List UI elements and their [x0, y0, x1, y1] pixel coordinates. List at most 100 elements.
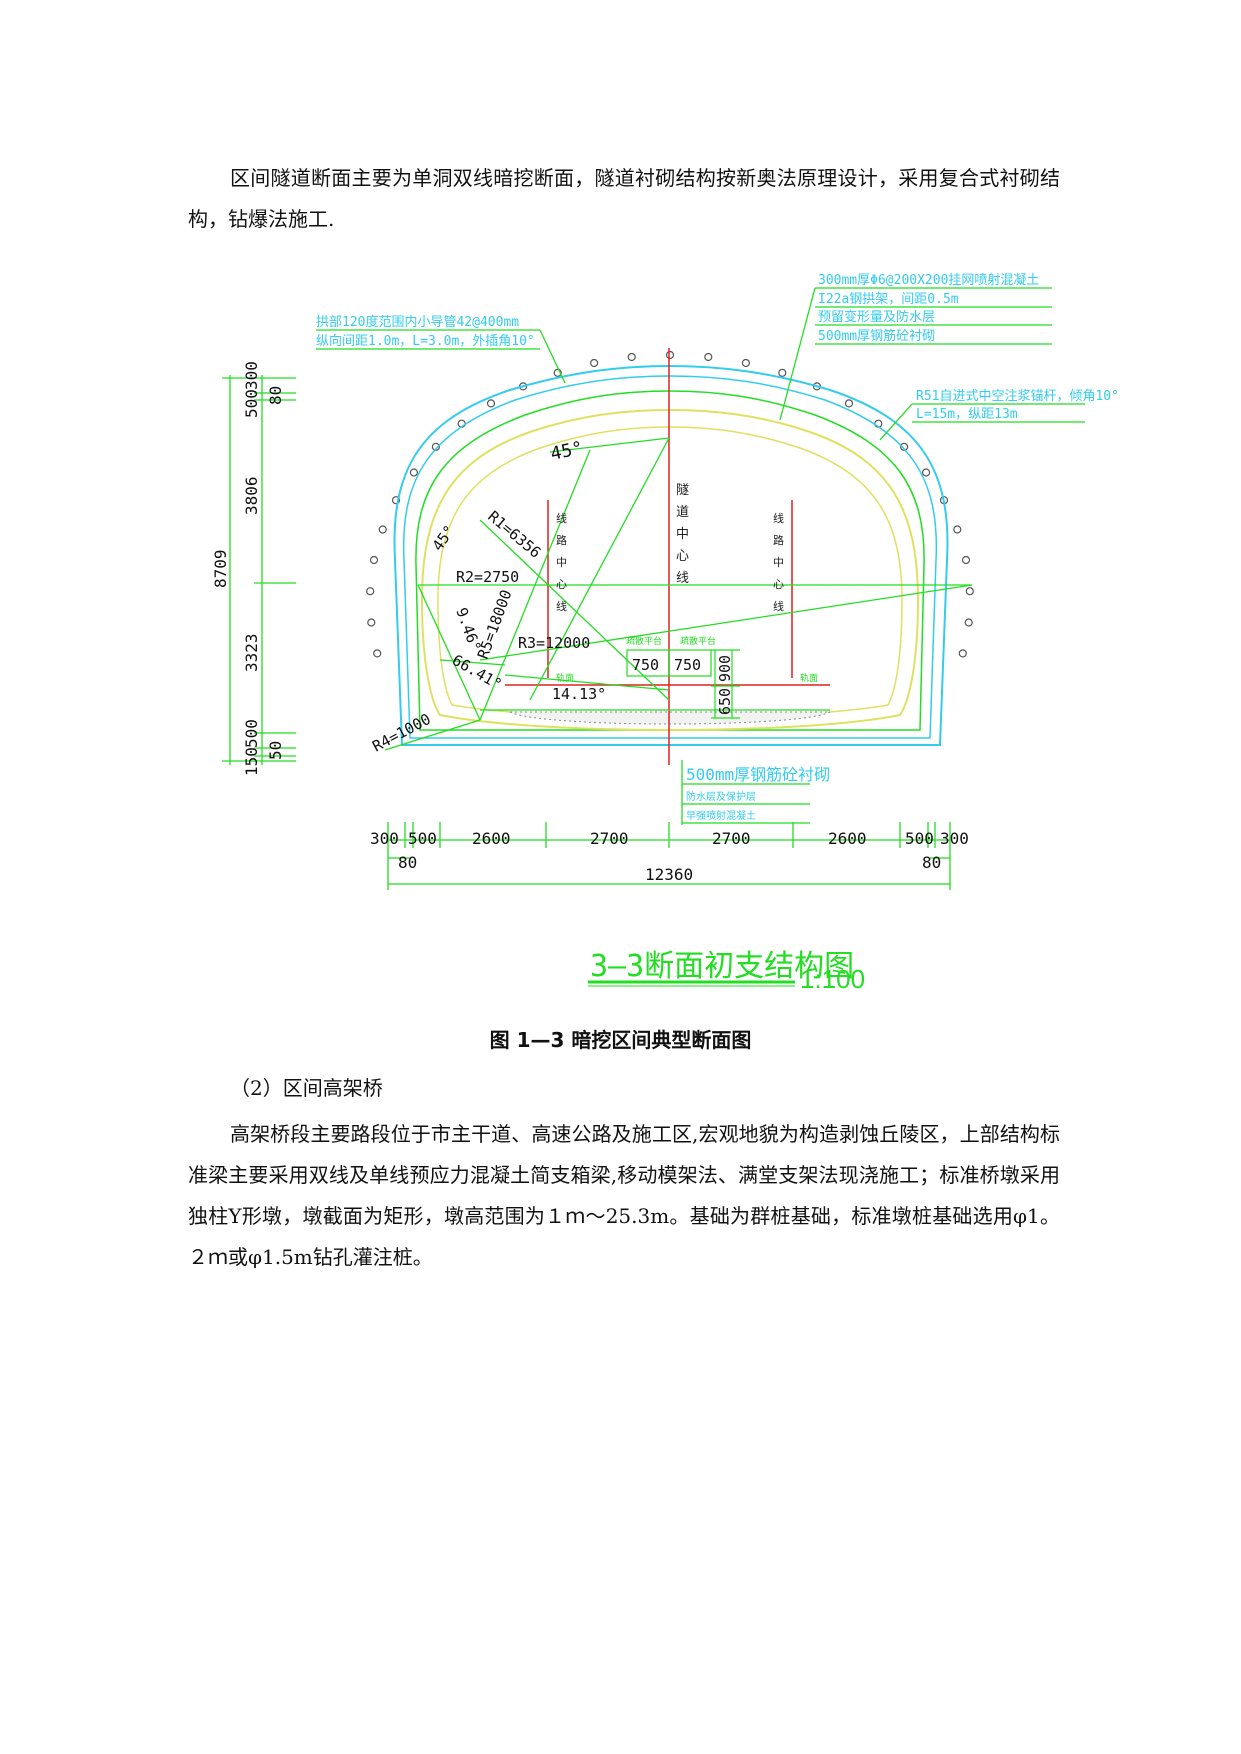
anchor-bolt — [409, 468, 418, 477]
svg-text:路: 路 — [556, 534, 567, 547]
anchor-bolt — [778, 368, 787, 377]
intro-paragraph: 区间隧道断面主要为单洞双线暗挖断面，隧道衬砌结构按新奥法原理设计，采用复合式衬砌… — [188, 166, 1060, 231]
dim-bottom-80-left: 80 — [398, 853, 417, 872]
inner-lining-contour-yellow — [420, 408, 920, 731]
dim-bottom-500-left: 500 — [408, 829, 437, 848]
anchor-bolt — [373, 649, 382, 658]
platform-label-right: 疏散平台 — [680, 635, 716, 647]
anchor-bolt — [921, 468, 931, 477]
anchor-bolt — [958, 649, 967, 658]
drawing-title: 3—3断面初支结构图 — [590, 949, 854, 984]
dim-bottom-2700-left: 2700 — [590, 829, 629, 848]
figure-caption: 图 1—3 暗挖区间典型断面图 — [489, 1028, 752, 1052]
callout-top-left-1: 拱部120度范围内小导管42@400mm — [316, 314, 519, 330]
dim-900: 900 — [716, 655, 734, 682]
rail-label-left: 轨面 — [556, 672, 574, 684]
anchor-bolt — [964, 618, 973, 627]
anchor-bolt — [961, 555, 971, 565]
angle-1413: 14.13° — [552, 685, 606, 703]
anchor-bolt — [486, 399, 496, 408]
anchor-bolt — [378, 525, 387, 534]
callout-bottom-1: 500mm厚钢筋砼衬砌 — [686, 765, 830, 784]
bottom-dimension-chain — [387, 822, 951, 890]
anchor-bolt — [665, 350, 675, 360]
dim-left-80: 80 — [266, 386, 285, 405]
angle-946: 9.46° — [452, 605, 484, 654]
anchor-bolt — [704, 352, 713, 362]
rail-label-right: 轨面 — [800, 672, 818, 684]
dim-bottom-300-left: 300 — [370, 829, 399, 848]
bridge-paragraph: 高架桥段主要路段位于市主干道、高速公路及施工区,宏观地貌为构造剥蚀丘陵区，上部结… — [188, 1122, 1060, 1269]
dim-left-3323: 3323 — [242, 633, 261, 672]
callout-leaders-right — [879, 403, 1085, 441]
anchor-bolt — [953, 525, 962, 534]
radius-r3: R3=12000 — [518, 634, 590, 652]
platform-dimension-boxes — [626, 649, 740, 719]
dim-left-150: 150 — [242, 747, 261, 776]
callout-bottom-3: 早强喷射混凝土 — [686, 809, 756, 822]
left-line-centerline-label: 线 路 中 心 线 — [556, 511, 567, 613]
outer-initial-support-contour-2 — [402, 375, 938, 739]
callout-right-2: L=15m，纵距13m — [916, 407, 1018, 422]
svg-text:线: 线 — [773, 511, 784, 525]
dim-bottom-2600-right: 2600 — [828, 829, 867, 848]
anchor-bolt — [844, 399, 854, 408]
svg-text:道: 道 — [676, 505, 689, 520]
dim-bottom-2600-left: 2600 — [472, 829, 511, 848]
anchor-bolt — [431, 442, 440, 451]
right-line-centerline-label: 线 路 中 心 线 — [773, 511, 784, 613]
callout-bottom-2: 防水层及保护层 — [686, 790, 756, 803]
dim-bottom-80-right: 80 — [922, 853, 941, 872]
svg-text:心: 心 — [676, 549, 689, 564]
section-subheading: （2）区间高架桥 — [230, 1076, 383, 1100]
svg-text:心: 心 — [773, 578, 784, 591]
callout-top-left-2: 纵向间距1.0m，L=3.0m，外插角10° — [316, 333, 535, 349]
svg-text:线: 线 — [773, 599, 784, 613]
anchor-bolt — [899, 442, 909, 451]
anchor-bolt — [589, 358, 599, 368]
dim-left-300: 300 — [242, 361, 261, 390]
dim-left-total: 8709 — [211, 549, 230, 588]
radius-r5: R5=18000 — [474, 587, 516, 661]
svg-text:中: 中 — [556, 556, 567, 569]
dim-left-500: 500 — [242, 389, 261, 418]
angle-label-side: 45° — [429, 522, 459, 555]
dim-left-3806: 3806 — [242, 476, 261, 515]
callout-top-right-1: 300mm厚Φ6@200X200挂网喷射混凝土 — [818, 272, 1039, 288]
anchor-bolt — [369, 555, 379, 565]
svg-text:隧: 隧 — [676, 482, 689, 498]
dim-bottom-300-right: 300 — [940, 829, 969, 848]
anchor-bolt — [627, 352, 636, 362]
dim-650: 650 — [716, 688, 734, 715]
svg-text:中: 中 — [773, 556, 784, 569]
callout-top-right-4: 500mm厚钢筋砼衬砌 — [818, 328, 935, 344]
dim-bottom-total: 12360 — [645, 865, 693, 884]
dim-bottom-500-right: 500 — [905, 829, 934, 848]
anchor-bolt — [965, 587, 974, 596]
construction-lines — [384, 437, 973, 751]
lining-contour-green — [415, 390, 925, 731]
callout-leaders-top-left — [316, 329, 566, 384]
dim-750-left: 750 — [632, 656, 659, 674]
dim-750-right: 750 — [674, 656, 701, 674]
tunnel-centerline-label: 隧 道 中 心 线 — [676, 482, 689, 586]
platform-label-left: 疏散平台 — [626, 635, 662, 647]
dim-left-50: 50 — [266, 741, 285, 760]
svg-text:中: 中 — [676, 527, 689, 542]
dim-bottom-2700-right: 2700 — [712, 829, 751, 848]
tunnel-cross-section-drawing: 拱部120度范围内小导管42@400mm 纵向间距1.0m，L=3.0m，外插角… — [211, 272, 1119, 994]
callout-top-right-2: I22a钢拱架，间距0.5m — [818, 292, 959, 307]
svg-text:线: 线 — [676, 571, 689, 586]
svg-text:路: 路 — [773, 534, 784, 547]
anchor-bolt — [741, 358, 751, 368]
angle-label-top: 45° — [549, 438, 585, 465]
left-dimension-chain — [222, 375, 296, 765]
dim-left-500b: 500 — [242, 719, 261, 748]
callout-right-1: R51自进式中空注浆锚杆，倾角10° — [916, 389, 1119, 404]
drawing-scale: 1:100 — [800, 964, 865, 994]
svg-text:线: 线 — [556, 599, 567, 613]
callout-top-right-3: 预留变形量及防水层 — [818, 309, 935, 325]
svg-text:心: 心 — [556, 578, 567, 591]
anchor-bolt — [391, 496, 401, 505]
invert-fill — [509, 711, 831, 725]
